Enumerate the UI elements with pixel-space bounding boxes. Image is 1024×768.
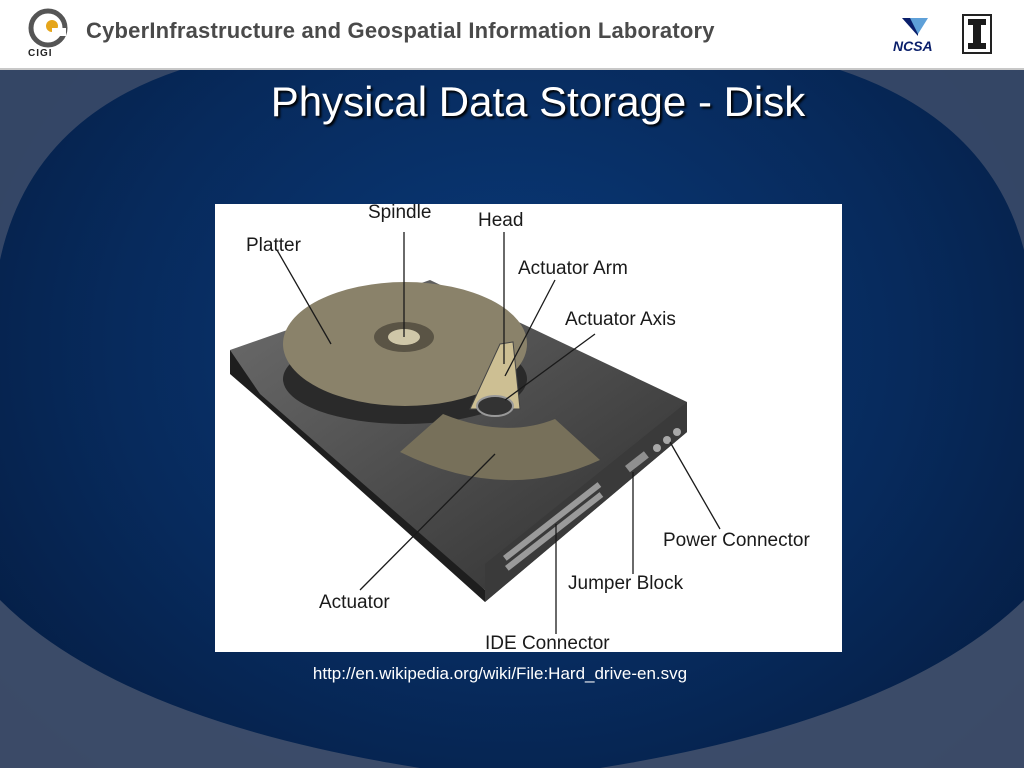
hard-drive-illustration <box>230 232 721 634</box>
slide-title: Physical Data Storage - Disk <box>270 78 806 125</box>
label-actuator: Actuator <box>319 592 390 613</box>
illinois-logo-icon <box>962 14 992 54</box>
label-ide-connector: IDE Connector <box>485 633 610 652</box>
label-spindle: Spindle <box>368 204 432 223</box>
label-power-connector: Power Connector <box>663 530 810 551</box>
actuator-axis <box>476 395 514 417</box>
cigi-logo-icon <box>28 8 68 48</box>
label-platter: Platter <box>246 235 301 256</box>
actuator-arm <box>469 341 521 410</box>
label-jumper-block: Jumper Block <box>568 573 684 594</box>
label-head: Head <box>478 210 524 231</box>
ncsa-logo-icon <box>902 18 928 36</box>
drive-front-face <box>485 402 687 602</box>
hard-drive-diagram: Spindle Head Platter Actuator Arm Actuat… <box>215 204 842 652</box>
ide-connector-pins <box>503 482 604 571</box>
source-caption: http://en.wikipedia.org/wiki/File:Hard_d… <box>312 664 688 683</box>
cigi-logo-text: CIGI <box>28 48 53 59</box>
ncsa-logo-text: NCSA <box>893 38 933 54</box>
label-actuator-arm: Actuator Arm <box>518 258 628 279</box>
leader-lines <box>276 232 721 634</box>
label-actuator-axis: Actuator Axis <box>565 309 676 330</box>
jumper-block-pins <box>625 451 649 473</box>
actuator <box>400 414 600 481</box>
lab-name: CyberInfrastructure and Geospatial Infor… <box>86 18 715 43</box>
header-bar: CIGI CyberInfrastructure and Geospatial … <box>0 0 1024 70</box>
power-connector-pins <box>653 428 681 452</box>
